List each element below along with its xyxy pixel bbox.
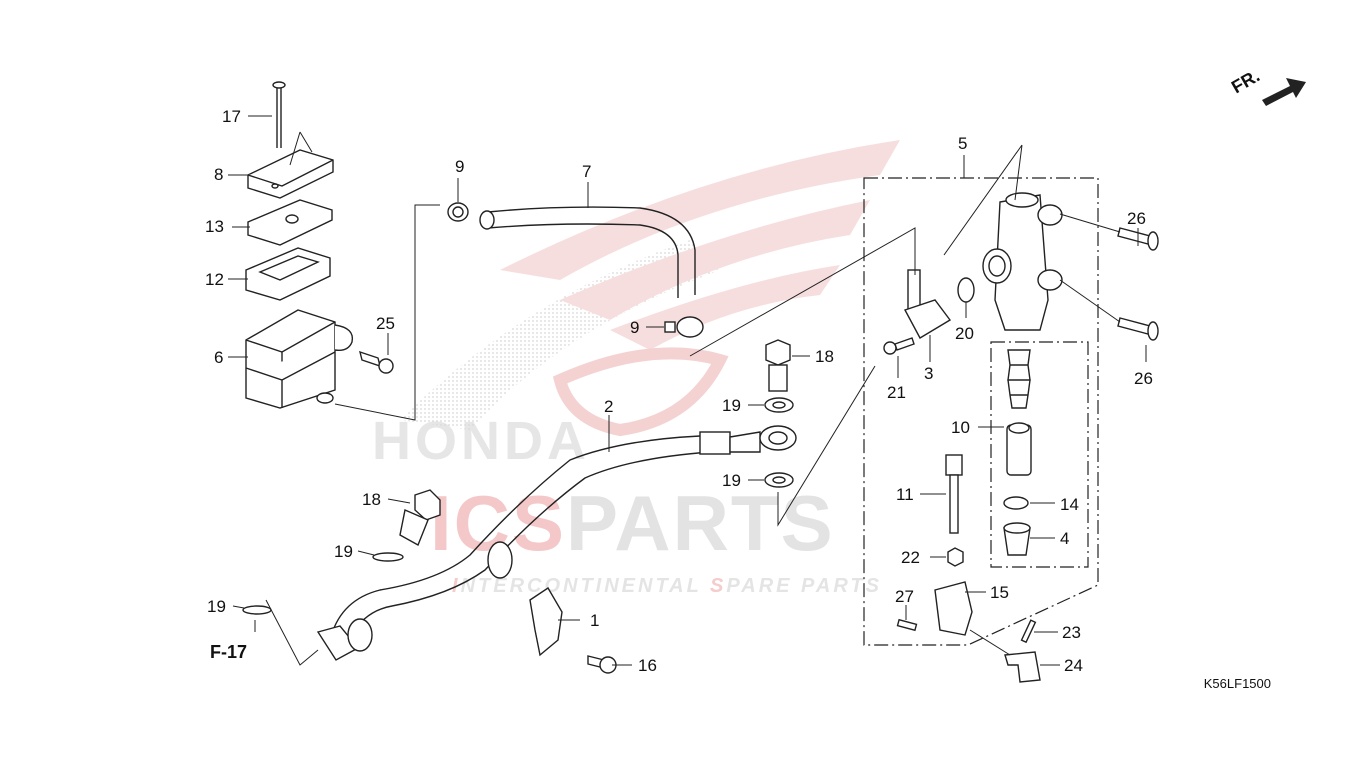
push-rod-11: [945, 454, 963, 534]
clevis-15: [934, 581, 973, 636]
callout-18-upper: 18: [815, 347, 834, 366]
callout-25: 25: [376, 314, 395, 333]
bolt-16: [587, 655, 617, 674]
callout-26-lower: 26: [1134, 369, 1153, 388]
tagline-red-2: S: [710, 575, 727, 597]
reservoir-hose: [479, 206, 696, 298]
clip-9-upper: [447, 202, 469, 222]
callout-14: 14: [1060, 495, 1079, 514]
screw-26-lower: [1117, 317, 1159, 341]
diaphragm-12: [245, 247, 331, 301]
diagram-code: K56LF1500: [1203, 676, 1271, 691]
callout-24: 24: [1064, 656, 1083, 675]
front-arrow-icon: [1262, 78, 1306, 106]
bolt-18-lower: [399, 489, 441, 546]
callout-22: 22: [901, 548, 920, 567]
tagline-red-1: I: [452, 575, 461, 597]
plate-13: [247, 199, 333, 246]
tagline-watermark: INTERCONTINENTAL SPARE PARTS: [452, 575, 882, 598]
callout-5: 5: [958, 134, 968, 153]
boot-4: [1003, 522, 1031, 556]
callout-15: 15: [990, 583, 1009, 602]
callout-2: 2: [604, 397, 614, 416]
reference-label: F-17: [210, 642, 248, 662]
callout-20: 20: [955, 324, 974, 343]
callout-1: 1: [590, 611, 600, 630]
assembly-box-5: [863, 177, 1099, 646]
callout-13: 13: [205, 217, 224, 236]
o-ring-20: [957, 277, 975, 303]
leader-lines: [228, 115, 1147, 666]
nut-22: [947, 547, 964, 567]
washer-19-c: [372, 552, 404, 562]
washer-14: [1003, 496, 1029, 510]
callout-3: 3: [924, 364, 934, 383]
screw-21: [883, 337, 915, 355]
callout-9-upper: 9: [455, 157, 465, 176]
washer-19-b: [764, 472, 794, 488]
brand-watermark: ICSPARTS: [430, 478, 835, 569]
callout-19-a: 19: [722, 396, 741, 415]
bracket-1: [529, 587, 563, 657]
callout-18-lower: 18: [362, 490, 381, 509]
callout-11: 11: [896, 485, 914, 504]
reservoir-cap: [247, 149, 334, 199]
tagline-grey-1: NTERCONTINENTAL: [460, 575, 711, 597]
joint-3: [903, 269, 952, 339]
callout-4: 4: [1060, 529, 1070, 548]
pin-23: [1020, 619, 1037, 644]
spring: [1007, 349, 1031, 409]
callout-10: 10: [951, 418, 970, 437]
callout-19-c: 19: [334, 542, 353, 561]
bolt-18-upper: [765, 339, 791, 392]
callout-16: 16: [638, 656, 657, 675]
piston-10: [1006, 422, 1032, 476]
callout-27: 27: [895, 587, 914, 606]
pin-27: [896, 618, 918, 632]
master-cylinder: [982, 192, 1063, 331]
brake-hose: [316, 425, 797, 661]
callout-9-lower: 9: [630, 318, 640, 337]
callout-19-b: 19: [722, 471, 741, 490]
piston-set-box: [990, 341, 1089, 568]
callout-12: 12: [205, 270, 224, 289]
washer-19-a: [764, 397, 794, 413]
washer-19-d: [242, 605, 272, 615]
callout-17: 17: [222, 107, 241, 126]
screw-25: [359, 350, 394, 374]
clip-9-lower: [664, 316, 704, 338]
callout-26-upper: 26: [1127, 209, 1146, 228]
callout-6: 6: [214, 348, 224, 367]
screw-17: [272, 81, 286, 148]
callout-21: 21: [887, 383, 906, 402]
brand-grey-part: PARTS: [566, 479, 835, 567]
callout-19-d: 19: [207, 597, 226, 616]
screw-26-upper: [1117, 227, 1159, 251]
callout-7: 7: [582, 162, 592, 181]
callout-8: 8: [214, 165, 224, 184]
tagline-grey-2: PARE PARTS: [726, 575, 882, 597]
plate-24: [1004, 651, 1041, 683]
wing-watermark: [400, 140, 900, 437]
reservoir-6: [245, 309, 354, 409]
callout-23: 23: [1062, 623, 1081, 642]
